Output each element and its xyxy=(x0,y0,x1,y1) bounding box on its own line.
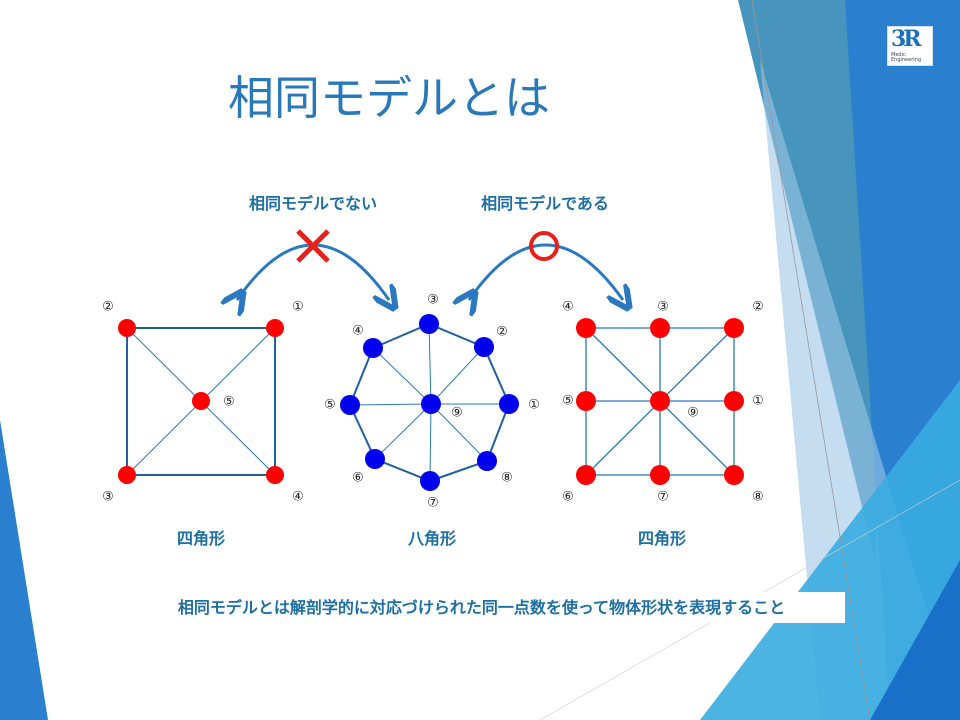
arrow-not-homologous xyxy=(237,243,389,300)
node xyxy=(419,314,439,334)
node xyxy=(420,471,440,491)
square-shape-2: ① ② ③ ④ ⑤ ⑥ ⑦ ⑧ ⑨ xyxy=(562,300,764,505)
node xyxy=(340,395,360,415)
node-label: ⑦ xyxy=(657,490,669,505)
node xyxy=(421,394,441,414)
node xyxy=(266,466,284,484)
node-label: ④ xyxy=(352,324,364,339)
node-label: ⑤ xyxy=(562,394,574,409)
node xyxy=(724,318,744,338)
node-label: ① xyxy=(292,300,304,315)
node xyxy=(650,465,670,485)
node xyxy=(499,394,519,414)
bg-cyan-shape xyxy=(700,380,960,720)
shape-caption: 八角形 xyxy=(407,529,456,548)
node-label: ① xyxy=(752,394,764,409)
node-label: ③ xyxy=(102,490,114,505)
node xyxy=(363,338,383,358)
node-label: ② xyxy=(102,300,114,315)
slide-title: 相同モデルとは xyxy=(228,71,550,125)
node xyxy=(118,466,136,484)
node xyxy=(192,392,210,410)
node xyxy=(650,318,670,338)
node xyxy=(474,337,494,357)
node xyxy=(118,319,136,337)
node-label: ⑨ xyxy=(687,406,699,421)
shape-caption: 四角形 xyxy=(177,529,225,548)
node-label: ⑧ xyxy=(501,471,513,486)
node xyxy=(576,465,596,485)
circle-icon xyxy=(529,231,559,261)
homologous-label: 相同モデルである xyxy=(481,194,609,213)
node xyxy=(650,391,670,411)
square-shape-1: ① ② ③ ④ ⑤ xyxy=(102,300,304,505)
node-label: ⑤ xyxy=(223,395,235,410)
logo-mark: 3R xyxy=(891,26,922,52)
definition-text: 相同モデルとは解剖学的に対応づけられた同一点数を使って物体形状を表現すること xyxy=(118,592,845,623)
node xyxy=(266,319,284,337)
company-logo: 3R Medic Engineering xyxy=(887,26,933,66)
node xyxy=(724,465,744,485)
bg-left-shape xyxy=(0,420,48,720)
node-label: ② xyxy=(496,325,508,340)
logo-subtitle: Medic Engineering xyxy=(891,52,921,63)
node-label: ④ xyxy=(562,300,574,315)
arrow-homologous xyxy=(469,243,623,300)
bg-line xyxy=(751,0,871,720)
node xyxy=(576,318,596,338)
node-label: ⑥ xyxy=(562,490,574,505)
node-label: ③ xyxy=(427,293,439,308)
node xyxy=(477,451,497,471)
not-homologous-label: 相同モデルでない xyxy=(249,194,377,213)
node xyxy=(365,449,385,469)
node-label: ⑦ xyxy=(427,496,439,511)
node xyxy=(576,391,596,411)
node-label: ⑤ xyxy=(324,398,336,413)
node-label: ③ xyxy=(657,300,669,315)
node-label: ② xyxy=(752,300,764,315)
node xyxy=(724,391,744,411)
cross-icon xyxy=(296,229,330,263)
bg-dark-shape xyxy=(870,560,960,720)
node-label: ⑧ xyxy=(752,490,764,505)
node-label: ⑨ xyxy=(451,406,463,421)
node-label: ⑥ xyxy=(352,471,364,486)
shape-caption: 四角形 xyxy=(638,529,686,548)
node-label: ① xyxy=(528,398,540,413)
octagon-shape: ① ② ③ ④ ⑤ ⑥ ⑦ ⑧ ⑨ xyxy=(324,293,540,511)
node-label: ④ xyxy=(292,490,304,505)
